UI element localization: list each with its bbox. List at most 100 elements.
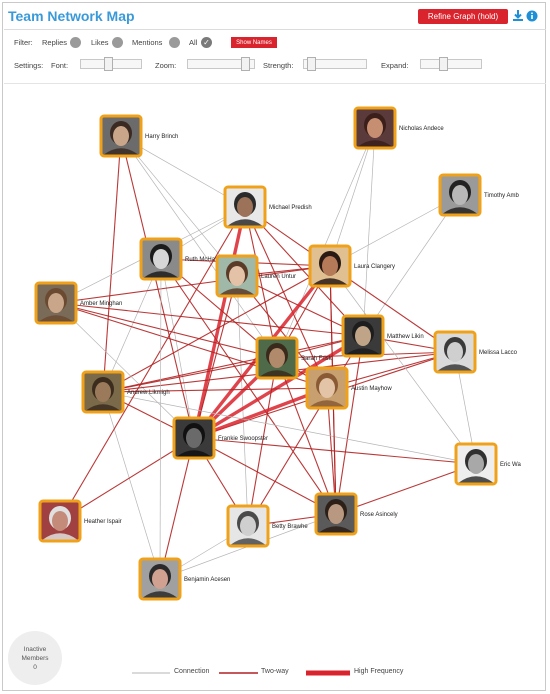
node-label: Betty Brawhe [272, 524, 308, 530]
filter-mentions-label: Mentions [132, 38, 163, 47]
edge-timothy-laura [329, 194, 461, 267]
edge-matthew-andrew [102, 335, 364, 393]
avatar-face [152, 569, 168, 589]
node-amber[interactable]: Amber Minghan [34, 281, 122, 325]
edge-amber-matthew [55, 302, 364, 337]
node-label: Timothy Amb [484, 193, 519, 199]
zoom-label: Zoom: [155, 61, 177, 70]
download-icon[interactable] [512, 9, 524, 23]
edge-michael-matthew [244, 206, 364, 337]
strength-label: Strength: [263, 61, 294, 70]
edge-michael-center [244, 206, 278, 359]
edge-frankie-rose [193, 437, 337, 515]
node-center[interactable]: Sarah Frisk [255, 336, 333, 380]
avatar-shoulders [459, 476, 493, 483]
node-label: Michael Predish [269, 205, 312, 211]
avatar-face [229, 266, 245, 286]
avatar-face [52, 511, 68, 531]
refine-graph-button[interactable]: Refine Graph (hold) [418, 9, 508, 24]
node-rose[interactable]: Rose Asincely [314, 492, 398, 536]
strength-slider-thumb[interactable] [307, 57, 316, 71]
avatar-face [355, 326, 371, 346]
node-harry[interactable]: Harry Brinch [99, 114, 178, 158]
zoom-slider[interactable] [187, 57, 255, 71]
node-frankie[interactable]: Frankie Swoopster [172, 416, 268, 460]
node-label: Heather Ispair [84, 519, 122, 525]
node-nicholas[interactable]: Nicholas Andece [353, 106, 444, 150]
avatar-shoulders [104, 148, 138, 155]
zoom-slider-thumb[interactable] [241, 57, 250, 71]
mentions-toggle[interactable] [169, 37, 180, 48]
node-andrew[interactable]: Andrew Likmigh [81, 370, 170, 414]
avatar-face [452, 185, 468, 205]
node-austin[interactable]: Austin Mayhow [305, 366, 392, 410]
edge-matthew-rose [335, 335, 364, 515]
avatar-shoulders [39, 315, 73, 322]
node-melissa[interactable]: Melissa Lacco [433, 330, 518, 374]
node-timothy[interactable]: Timothy Amb [438, 173, 519, 217]
edge-frankie-benjamin [159, 437, 195, 580]
likes-toggle[interactable] [112, 37, 123, 48]
edge-frankie-heather [59, 437, 195, 522]
avatar-shoulders [443, 207, 477, 214]
edge-amber-center [55, 302, 278, 359]
edge-amber-frankie [55, 302, 195, 439]
node-eric[interactable]: Eric Wa [454, 442, 521, 486]
avatar-shoulders [346, 348, 380, 355]
avatar-face [269, 348, 285, 368]
edge-harry-center [120, 135, 278, 359]
expand-slider-thumb[interactable] [439, 57, 448, 71]
avatar-shoulders [310, 400, 344, 407]
edge-timothy-matthew [362, 194, 461, 337]
node-laura[interactable]: Laura Clangery [308, 244, 395, 288]
edge-center-rose [276, 357, 337, 515]
font-label: Font: [51, 61, 69, 70]
node-label: Austin Mayhow [351, 386, 392, 392]
avatar-shoulders [143, 591, 177, 598]
node-ruth[interactable]: Ruth McHatch [139, 237, 223, 281]
node-label: Andrew Likmigh [127, 390, 170, 396]
node-label: Matthew Likin [387, 334, 424, 340]
edge-eric-rose [335, 463, 477, 515]
strength-slider[interactable] [303, 57, 367, 71]
page-title: Team Network Map [8, 8, 135, 24]
node-benjamin[interactable]: Benjamin Acesen [138, 557, 230, 601]
node-michael[interactable]: Michael Predish [223, 185, 312, 229]
node-matthew[interactable]: Matthew Likin [341, 314, 424, 358]
avatar-face [319, 378, 335, 398]
avatar-face [153, 249, 169, 269]
edge-lauren-betty [236, 275, 249, 527]
node-betty[interactable]: Betty Brawhe [226, 504, 308, 548]
all-toggle[interactable]: ✓ [201, 37, 212, 48]
edge-laura-amber [55, 265, 331, 304]
edge-michael-frankie [192, 206, 247, 439]
filter-replies-label: Replies [42, 38, 68, 47]
edge-nicholas-center [276, 127, 376, 359]
show-names-button[interactable]: Show Names [231, 37, 277, 48]
header-divider [4, 29, 546, 30]
info-icon[interactable] [526, 9, 538, 23]
avatar-shoulders [144, 271, 178, 278]
filter-label: Filter: [14, 38, 33, 47]
avatar-shoulders [86, 404, 120, 411]
font-slider[interactable] [80, 57, 142, 71]
node-label: Rose Asincely [360, 512, 398, 518]
node-label: Eric Wa [500, 462, 521, 468]
edge-laura-andrew [102, 265, 331, 393]
avatar-face [95, 382, 111, 402]
node-label: Amber Minghan [80, 301, 122, 307]
node-label: Harry Brinch [145, 134, 178, 140]
expand-slider[interactable] [420, 57, 482, 71]
avatar-face [468, 454, 484, 474]
avatar-shoulders [228, 219, 262, 226]
node-lauren[interactable]: Lauren Untur [215, 254, 296, 298]
legend-high-frequency-label: High Frequency [354, 668, 404, 675]
node-heather[interactable]: Heather Ispair [38, 499, 122, 543]
edge-heather-michael [59, 206, 246, 522]
avatar-shoulders [260, 370, 294, 377]
font-slider-thumb[interactable] [104, 57, 113, 71]
replies-toggle[interactable] [70, 37, 81, 48]
inactive-members-badge[interactable]: Inactive Members 0 [8, 631, 62, 685]
